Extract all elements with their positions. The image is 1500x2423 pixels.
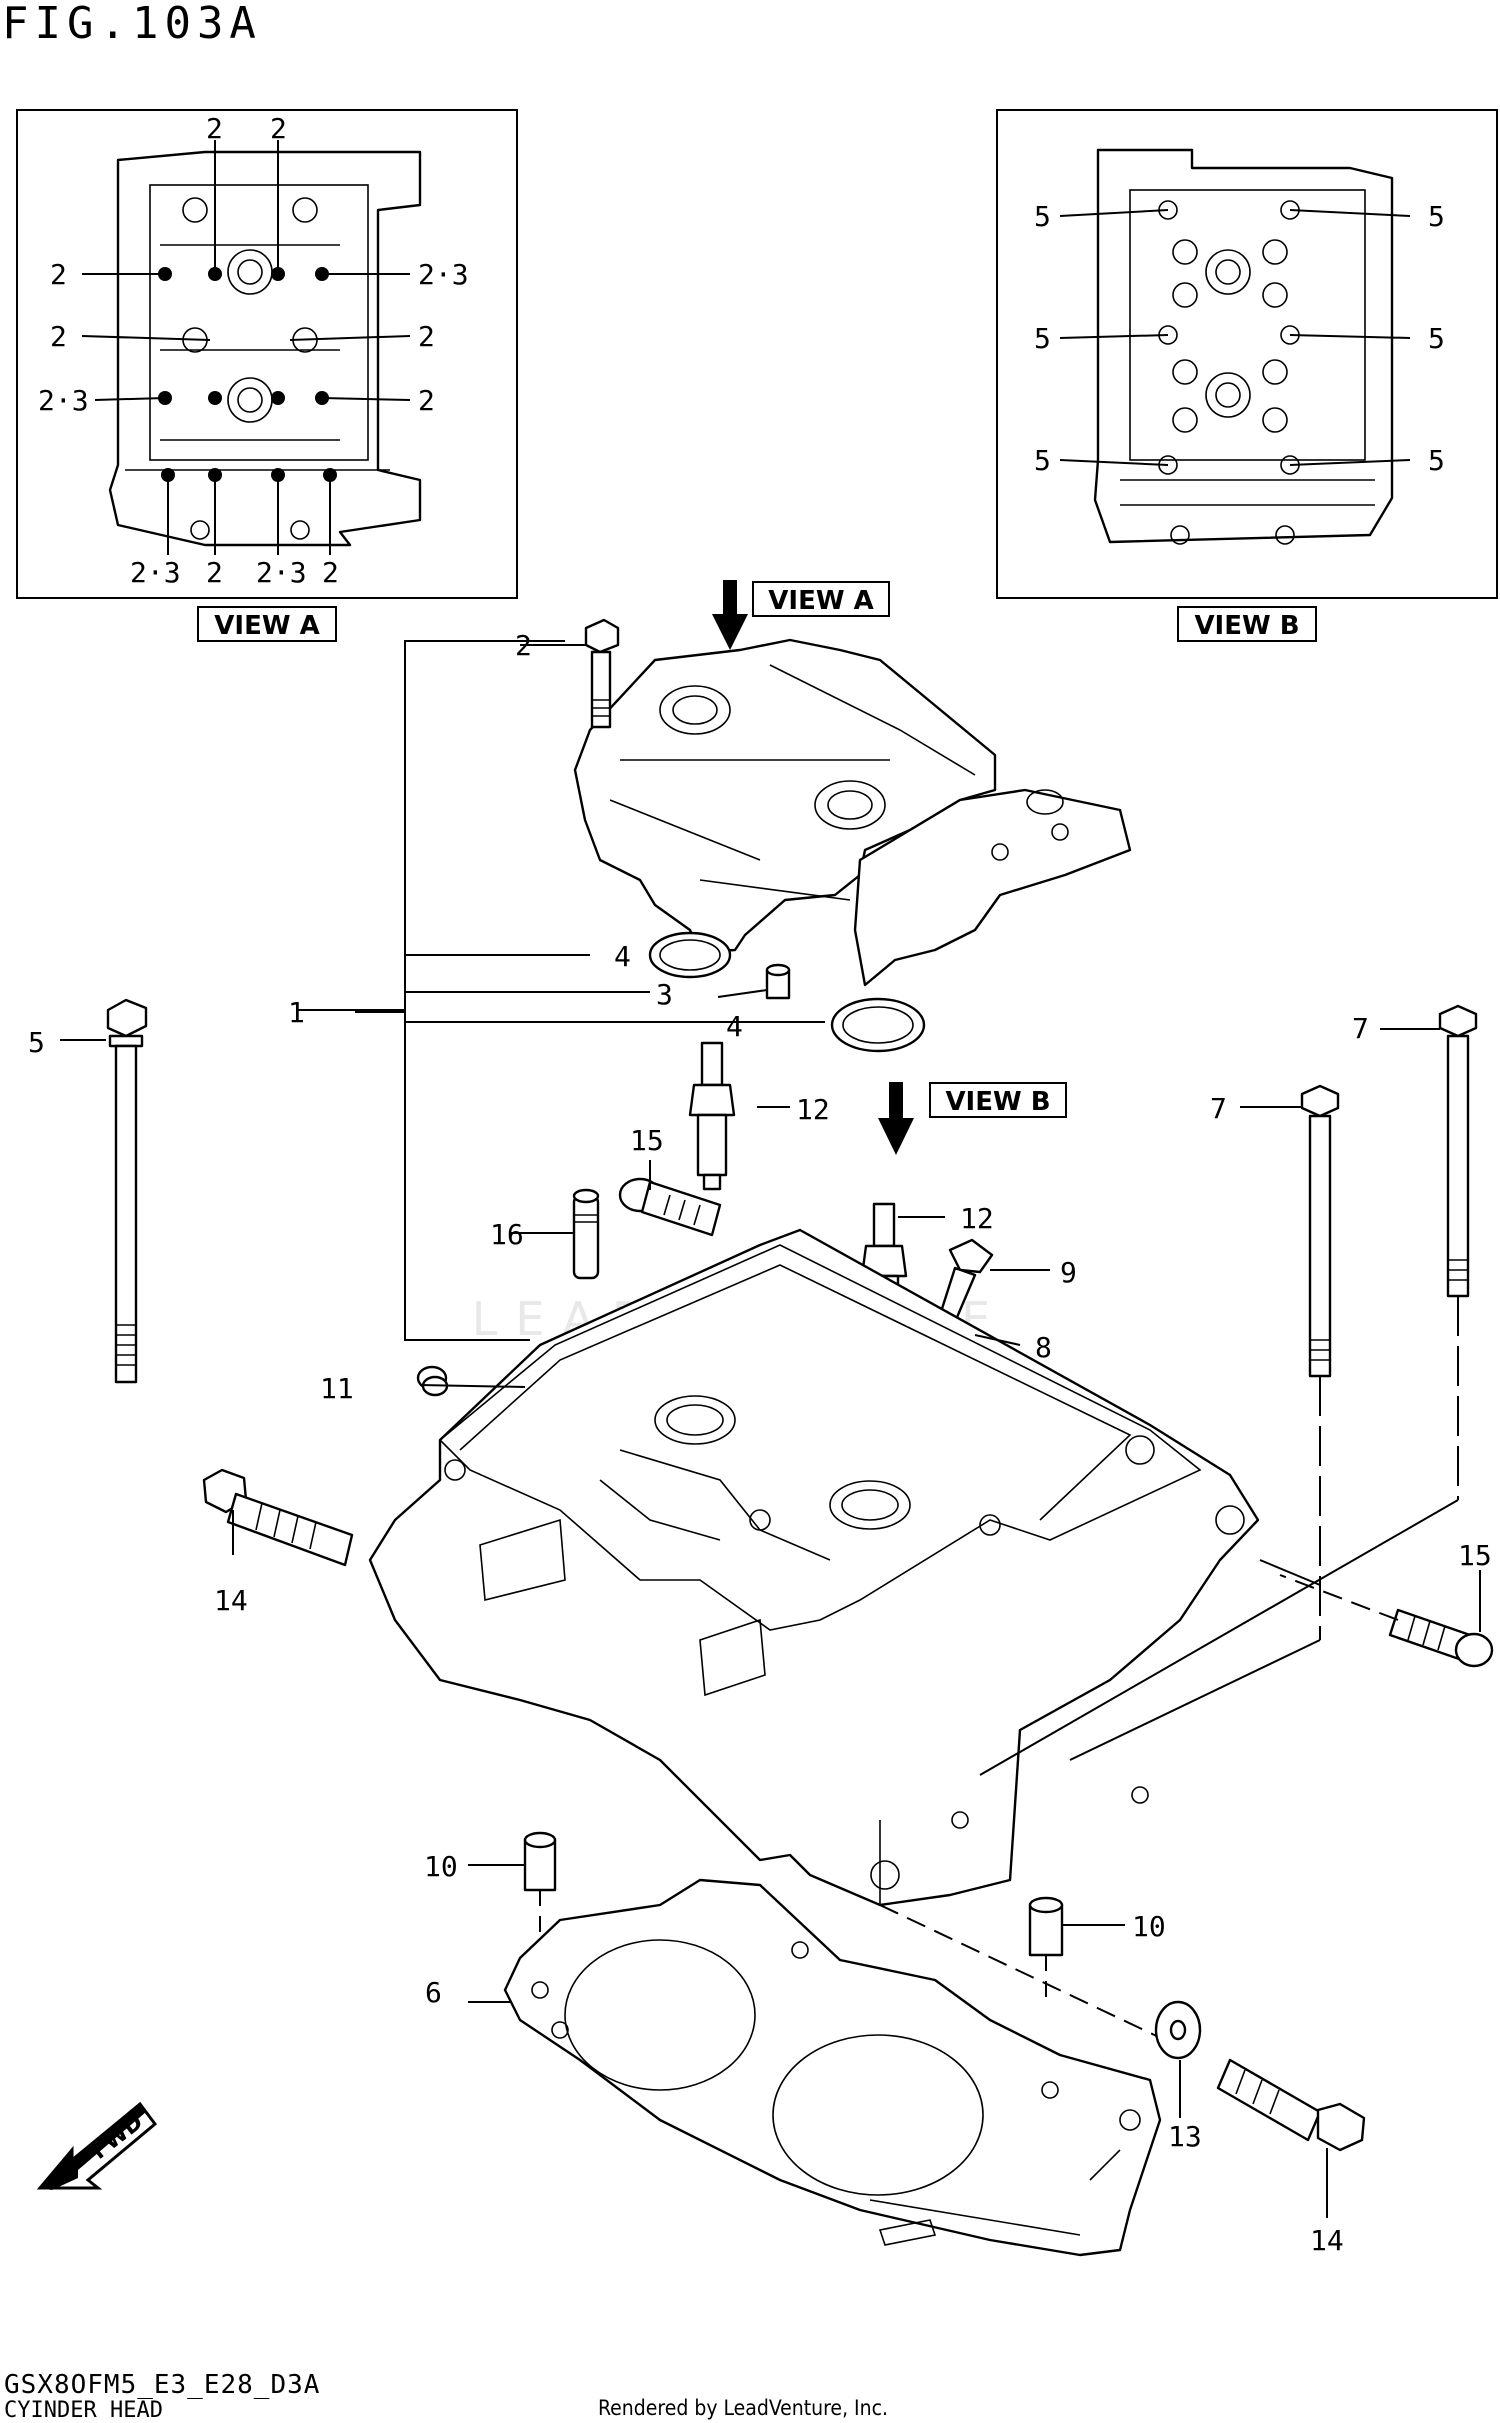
- callout-12b: 12: [960, 1202, 994, 1235]
- callout-3: 3: [656, 978, 673, 1011]
- bolt-7b: [1438, 1004, 1478, 1298]
- spark-plug-12a: [688, 1041, 736, 1191]
- view-a-arrow: VIEW A: [712, 580, 890, 650]
- view-a-callout: 2: [206, 556, 223, 589]
- view-a-callout: 2·3: [38, 384, 89, 417]
- bolt-5: [106, 998, 148, 1384]
- callout-4b: 4: [726, 1010, 743, 1043]
- footer-figure-name: CYINDER HEAD: [4, 2398, 163, 2423]
- callout-13: 13: [1168, 2120, 1202, 2153]
- view-a-arrow-label: VIEW A: [768, 586, 873, 616]
- view-b-inset: 5 5 5 5 5 5: [996, 109, 1498, 599]
- view-a-callout: 2: [206, 112, 223, 145]
- view-a-callout: 2·3: [418, 258, 469, 291]
- camshaft-holder: [573, 638, 1132, 987]
- callout-labels: 1 2 3 4 4 5 6 7 7 8 9 10 10 11 12 12 13 …: [28, 629, 1492, 2257]
- bolt-14b: [1216, 2058, 1366, 2152]
- callout-9: 9: [1060, 1256, 1077, 1289]
- plug-11: [416, 1365, 449, 1397]
- bolt-7a: [1300, 1084, 1340, 1378]
- view-b-callout: 5: [1428, 200, 1445, 233]
- callout-8: 8: [1035, 1331, 1052, 1364]
- callout-10a: 10: [424, 1850, 458, 1883]
- callout-1: 1: [288, 996, 305, 1029]
- callout-6: 6: [425, 1976, 442, 2009]
- view-a-callout: 2·3: [130, 556, 181, 589]
- view-a-caption-box: [197, 606, 337, 642]
- callout-12a: 12: [796, 1093, 830, 1126]
- figure-title: FIG.103A: [2, 0, 262, 49]
- view-b-callout: 5: [1034, 444, 1051, 477]
- cylinder-head: [368, 1228, 1260, 1907]
- callout-15a: 15: [630, 1124, 664, 1157]
- view-b-caption-box: [1177, 606, 1317, 642]
- view-b-arrow: VIEW B: [878, 1082, 1067, 1155]
- view-a-callout: 2: [418, 320, 435, 353]
- callout-2: 2: [515, 629, 532, 662]
- view-a-callout: 2: [322, 556, 339, 589]
- view-a-head-outline: [108, 150, 422, 547]
- footer-rendered-by: Rendered by LeadVenture, Inc.: [598, 2396, 888, 2420]
- dowel-10b: [1028, 1896, 1064, 1957]
- callout-14b: 14: [1310, 2224, 1344, 2257]
- view-b-head-outline: [1093, 148, 1394, 545]
- view-a-callout-labels: 2 2 2 2·3 2 2 2·3 2 2·3 2 2·3 2: [38, 112, 469, 589]
- fwd-arrow: FWD: [36, 2101, 158, 2190]
- callout-15b: 15: [1458, 1539, 1492, 1572]
- callout-10b: 10: [1132, 1910, 1166, 1943]
- view-b-callout-labels: 5 5 5 5 5 5: [1034, 200, 1445, 477]
- footer-model-code: GSX8OFM5_E3_E28_D3A: [4, 2370, 321, 2400]
- view-a-callout: 2: [418, 384, 435, 417]
- view-b-callout: 5: [1034, 200, 1051, 233]
- sleeve-16: [572, 1188, 600, 1280]
- callout-16: 16: [490, 1218, 524, 1251]
- view-a-callout: 2: [50, 258, 67, 291]
- head-gasket-6: [503, 1878, 1162, 2257]
- dowel-10a: [523, 1831, 557, 1892]
- bolt-15b: [1388, 1608, 1494, 1668]
- callout-4a: 4: [614, 940, 631, 973]
- view-a-callout: 2: [50, 320, 67, 353]
- bolt-14a: [202, 1468, 354, 1567]
- callout-7b: 7: [1210, 1092, 1227, 1125]
- view-b-callout: 5: [1034, 322, 1051, 355]
- view-a-callout: 2: [270, 112, 287, 145]
- assembly-bracket: [355, 640, 712, 1341]
- callout-11: 11: [320, 1372, 354, 1405]
- view-b-callout: 5: [1428, 444, 1445, 477]
- view-b-arrow-label: VIEW B: [945, 1087, 1050, 1117]
- view-a-callout: 2·3: [256, 556, 307, 589]
- view-a-inset: 2 2 2 2·3 2 2 2·3 2 2·3 2 2·3 2: [16, 109, 518, 599]
- callout-5: 5: [28, 1026, 45, 1059]
- dowel-3: [765, 963, 791, 1000]
- callout-7a: 7: [1352, 1012, 1369, 1045]
- view-b-caption: VIEW B: [1194, 611, 1299, 641]
- bolt-2: [584, 618, 620, 729]
- washer-13: [1154, 2000, 1202, 2060]
- view-b-callout: 5: [1428, 322, 1445, 355]
- view-a-caption: VIEW A: [214, 611, 319, 641]
- callout-14a: 14: [214, 1584, 248, 1617]
